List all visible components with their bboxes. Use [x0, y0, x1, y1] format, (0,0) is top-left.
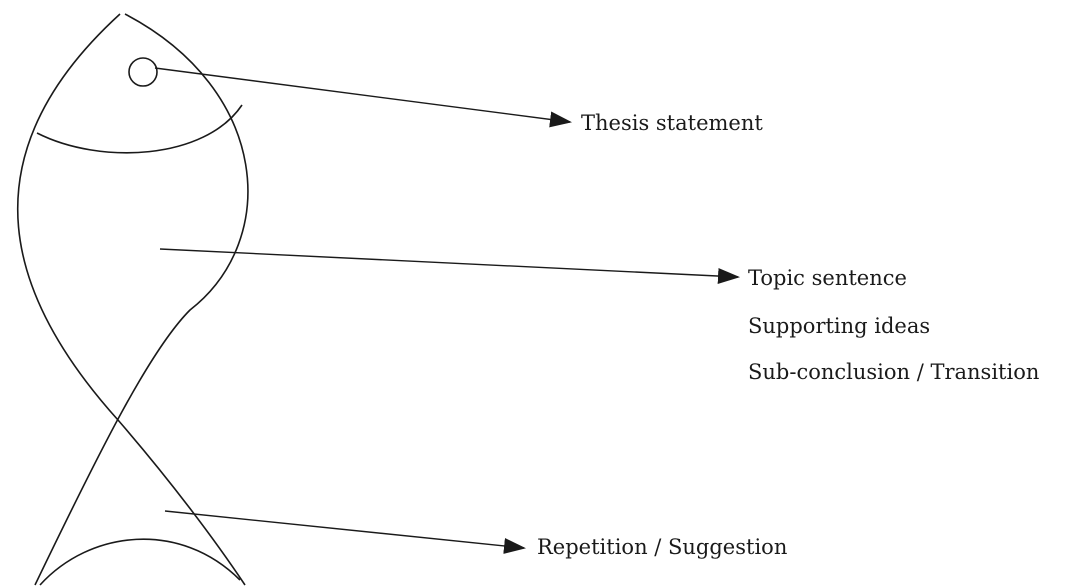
fish-eye: [128, 57, 158, 87]
fish-outline: [17, 13, 249, 586]
label-repetition-suggestion: Repetition / Suggestion: [537, 535, 788, 559]
label-topic-sentence: Topic sentence: [748, 266, 907, 290]
fish-body-right-curve: [34, 13, 249, 586]
label-supporting-ideas: Supporting ideas: [748, 314, 931, 338]
arrow-topic: [159, 248, 740, 285]
arrow-thesis: [154, 67, 572, 128]
arrows: [154, 67, 740, 554]
fish-tail-arc: [39, 538, 241, 586]
fish-body-left-curve: [17, 13, 246, 586]
label-sub-conclusion-transition: Sub-conclusion / Transition: [748, 360, 1040, 384]
fish-gill-line: [36, 104, 243, 154]
arrow-repetition: [164, 510, 526, 554]
label-thesis-statement: Thesis statement: [581, 111, 763, 135]
